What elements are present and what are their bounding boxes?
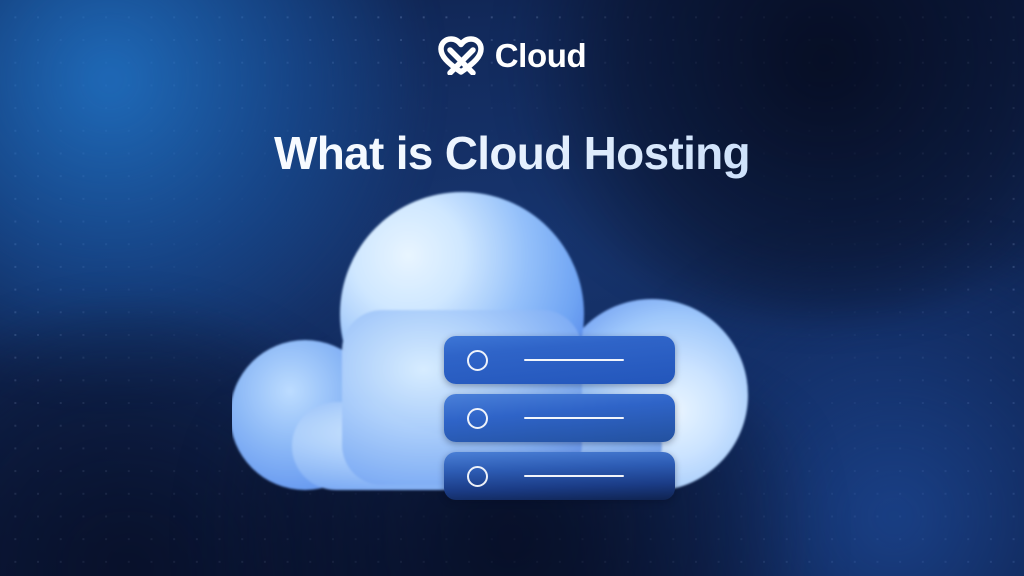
brand-name: Cloud: [494, 36, 587, 74]
status-led-icon: [467, 407, 488, 429]
brand-lockup: Cloud: [0, 32, 1024, 78]
cloud-heart-x-icon: [438, 35, 484, 75]
server-rack-row-1: [444, 336, 675, 384]
server-rack: [444, 336, 675, 500]
page-title: What is Cloud Hosting: [0, 127, 1024, 180]
server-rack-row-2: [444, 394, 675, 442]
server-label-line: [524, 358, 624, 362]
server-label-line: [524, 416, 624, 420]
status-led-icon: [467, 465, 488, 487]
server-label-line: [524, 474, 624, 478]
status-led-icon: [467, 349, 488, 371]
server-rack-row-3: [444, 452, 675, 500]
